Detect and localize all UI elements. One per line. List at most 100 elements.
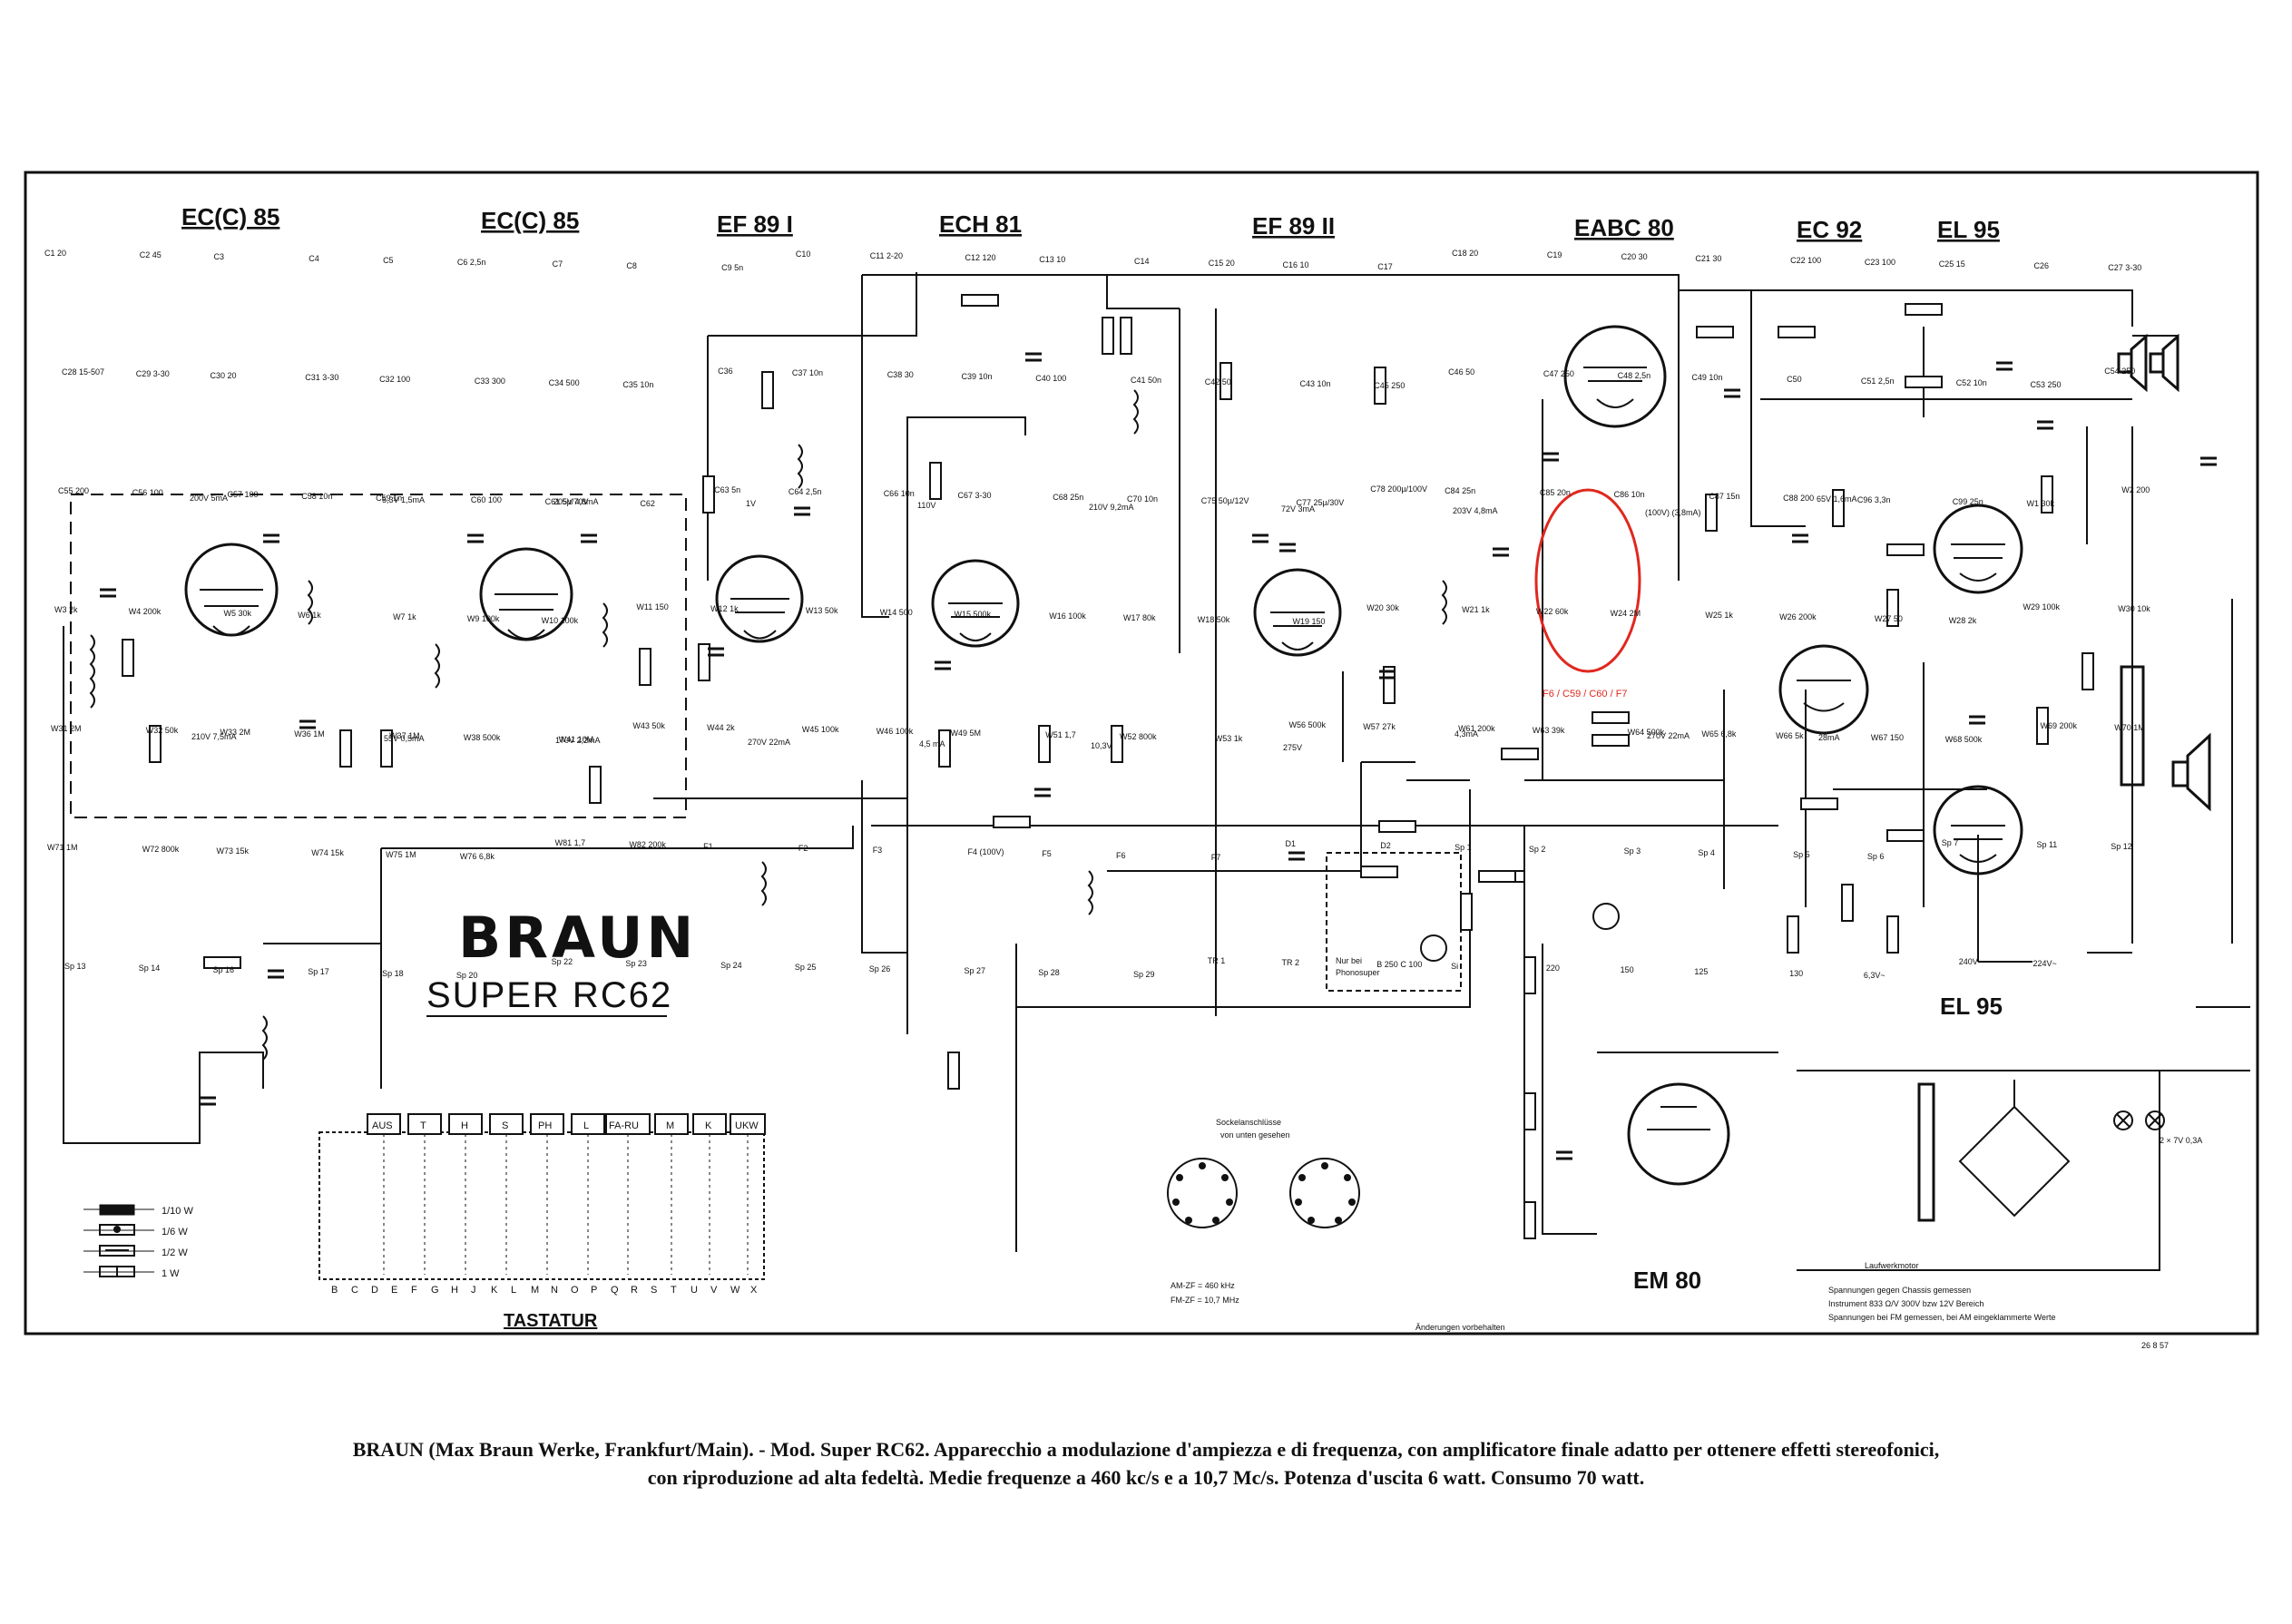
component-label: W36 1M bbox=[294, 729, 325, 739]
tube-label: EABC 80 bbox=[1574, 214, 1674, 241]
tube-label: EF 89 II bbox=[1252, 212, 1335, 240]
component-label: W17 80k bbox=[1123, 613, 1156, 622]
voltage-label: 203V 4,8mA bbox=[1453, 506, 1498, 515]
component-label: W27 50 bbox=[1875, 614, 1903, 623]
voltage-note: Spannungen gegen Chassis gemessen bbox=[1828, 1286, 1971, 1295]
tube-label: EL 95 bbox=[1940, 993, 2003, 1020]
component-label: W56 500k bbox=[1289, 720, 1327, 729]
component-label: C32 100 bbox=[379, 375, 410, 384]
tastatur-letter: H bbox=[451, 1285, 458, 1296]
voltage-label: 275V bbox=[1283, 743, 1302, 752]
tube-ef89-1 bbox=[715, 554, 804, 643]
tube-ech81 bbox=[931, 559, 1020, 648]
tastatur-key: L bbox=[583, 1120, 589, 1131]
component-label: C8 bbox=[626, 261, 637, 270]
component-label: F4 (100V) bbox=[967, 847, 1004, 856]
component-label: C27 3-30 bbox=[2108, 263, 2141, 272]
component-label: C38 30 bbox=[887, 370, 914, 379]
component-label: C42 50 bbox=[1205, 377, 1231, 386]
component-label: W32 50k bbox=[146, 726, 179, 735]
component-label: Sp 4 bbox=[1698, 848, 1715, 857]
component-label: C57 100 bbox=[228, 490, 259, 499]
component-label: C17 bbox=[1377, 262, 1393, 271]
tube-label: EC(C) 85 bbox=[181, 203, 279, 230]
voltage-label: 110V bbox=[917, 501, 935, 510]
tastatur-letter: W bbox=[730, 1285, 740, 1296]
component-label: W71 1M bbox=[47, 843, 78, 852]
component-label: C84 25n bbox=[1445, 486, 1475, 495]
component-label: W15 500k bbox=[954, 610, 991, 619]
component-label: W67 150 bbox=[1871, 733, 1904, 742]
component-label: Sp 18 bbox=[382, 969, 404, 978]
component-label: W37 1M bbox=[389, 731, 420, 740]
component-label: Sp 25 bbox=[795, 963, 817, 972]
component-label: C40 100 bbox=[1035, 374, 1066, 383]
tastatur-letter: S bbox=[651, 1285, 657, 1296]
component-label: W70 1M bbox=[2114, 723, 2145, 732]
tube-ef89-2 bbox=[1253, 568, 1342, 657]
voltage-label: 1V bbox=[746, 499, 756, 508]
voltage-label: 72V 3mA bbox=[1281, 504, 1315, 514]
component-label: TR 2 bbox=[1282, 958, 1300, 967]
vacuum-tubes bbox=[184, 325, 2023, 1186]
component-label: F1 bbox=[703, 842, 713, 851]
component-label: W5 30k bbox=[224, 609, 252, 618]
component-label: C53 250 bbox=[2030, 380, 2061, 389]
component-label: C78 200µ/100V bbox=[1370, 484, 1427, 494]
component-label: W52 800k bbox=[1120, 732, 1157, 741]
tastatur-key: S bbox=[502, 1120, 508, 1131]
component-label: C1 20 bbox=[44, 249, 66, 258]
coils bbox=[89, 389, 2145, 1222]
component-label: W7 1k bbox=[393, 612, 416, 621]
component-label: C26 bbox=[2033, 261, 2049, 270]
component-label: W2 200 bbox=[2121, 485, 2150, 494]
tube-label: EC 92 bbox=[1797, 216, 1862, 243]
component-label: Sp 29 bbox=[1133, 970, 1155, 979]
voltage-label: 205V 4,8mA bbox=[553, 497, 599, 506]
component-label: C56 100 bbox=[132, 488, 163, 497]
tastatur-letter: X bbox=[750, 1285, 758, 1296]
component-label: 220 bbox=[1546, 964, 1560, 973]
tube-ec92 bbox=[1778, 644, 1869, 735]
component-label: W11 150 bbox=[636, 602, 668, 611]
component-label: C18 20 bbox=[1452, 249, 1478, 258]
component-label: C75 50µ/12V bbox=[1201, 496, 1249, 505]
tastatur-letter: E bbox=[391, 1285, 397, 1296]
component-label: C85 20n bbox=[1540, 488, 1571, 497]
if-frequency: AM-ZF = 460 kHz bbox=[1170, 1281, 1235, 1290]
tube-electrodes bbox=[200, 367, 2005, 1130]
component-label: C19 bbox=[1547, 250, 1562, 259]
tube-label: EL 95 bbox=[1937, 216, 2000, 243]
changes-note: Änderungen vorbehalten bbox=[1415, 1323, 1505, 1332]
tube-el95-lower bbox=[1933, 785, 2023, 876]
tastatur-letter: T bbox=[671, 1285, 677, 1296]
component-label: C9 5n bbox=[721, 263, 743, 272]
legend-label: 1/10 W bbox=[162, 1206, 193, 1217]
tastatur-letter: K bbox=[491, 1285, 498, 1296]
tastatur-letter: U bbox=[691, 1285, 698, 1296]
tastatur-letter: Q bbox=[611, 1285, 619, 1296]
component-label: C33 300 bbox=[475, 377, 505, 386]
component-label: C49 10n bbox=[1691, 373, 1722, 382]
tastatur-key: AUS bbox=[372, 1120, 393, 1131]
component-label: C68 25n bbox=[1053, 493, 1083, 502]
component-label: C11 2-20 bbox=[870, 251, 903, 260]
component-label: C5 bbox=[383, 256, 394, 265]
component-label: W12 1k bbox=[710, 604, 739, 613]
tastatur-key: UKW bbox=[735, 1120, 759, 1131]
tastatur-letter: O bbox=[571, 1285, 579, 1296]
component-label: C35 10n bbox=[622, 380, 653, 389]
schematic-frame bbox=[24, 171, 2259, 1335]
component-label: W13 50k bbox=[806, 606, 838, 615]
component-label: W30 10k bbox=[2118, 604, 2150, 613]
component-label: C4 bbox=[309, 254, 319, 263]
component-label: C3 bbox=[214, 252, 225, 261]
component-label: Sp 16 bbox=[213, 965, 235, 974]
component-label: C58 10n bbox=[301, 492, 332, 501]
tastatur-letter: C bbox=[351, 1285, 358, 1296]
component-label: W16 100k bbox=[1049, 611, 1086, 621]
component-label: D1 bbox=[1286, 839, 1297, 848]
